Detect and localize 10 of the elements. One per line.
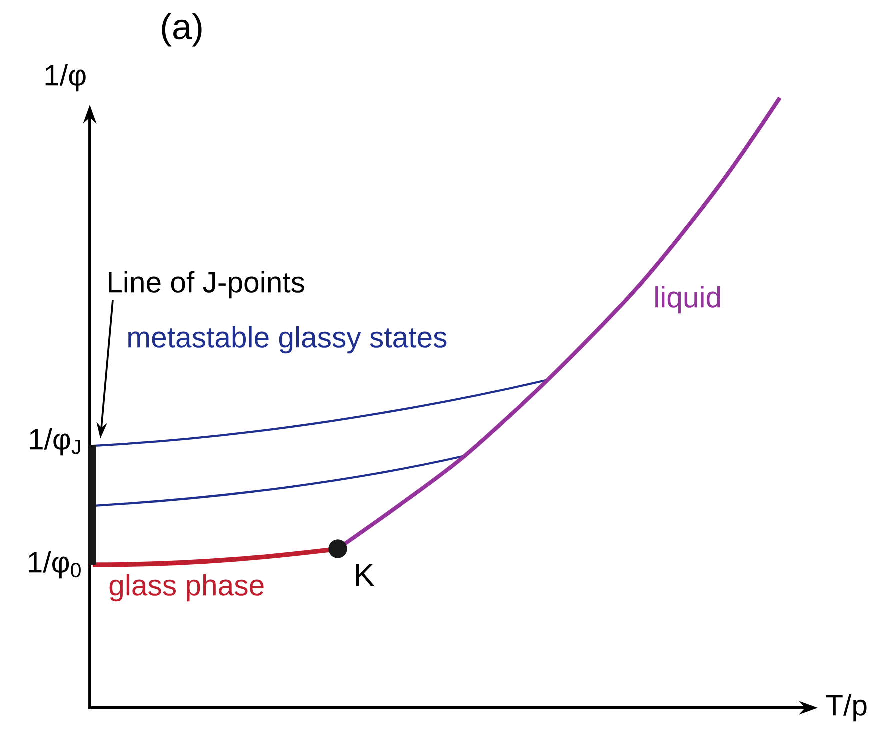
tick-label: 1/φ$_{0}$ [29,551,81,579]
curve-label: glass phase [110,574,264,602]
tick-label: 1/φ$_{J}$ [30,428,80,456]
panel-label: (a) [162,13,202,47]
axis-label: T/p [826,694,867,722]
curve-label: liquid [656,286,720,314]
label-text: Line of J-points [109,271,304,299]
axis-label: 1/φ [46,64,86,92]
curve-label: metastable glassy states [128,326,447,354]
point-label: K [356,564,375,586]
